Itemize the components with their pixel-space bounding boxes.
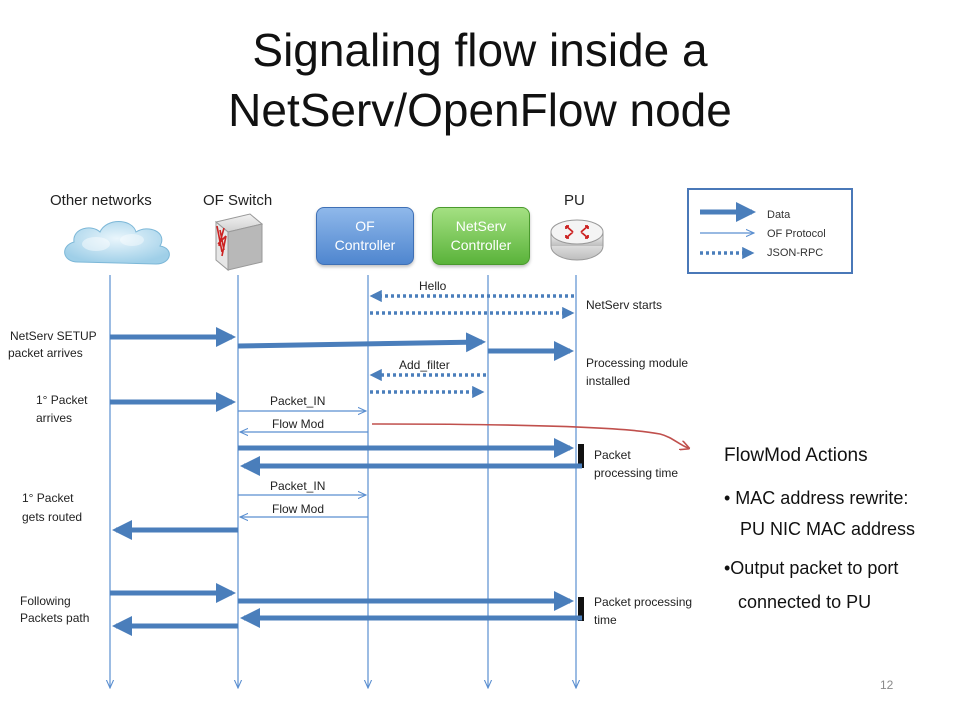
packet-processing-time-2-line2: time bbox=[594, 613, 617, 627]
of-controller-line1: OF bbox=[355, 218, 375, 234]
flow-mod-2-label: Flow Mod bbox=[272, 502, 325, 516]
of-controller-box: OF Controller bbox=[316, 207, 414, 265]
slide-title-line1: Signaling flow inside a bbox=[252, 24, 708, 76]
packet-processing-time-1-line1: Packet bbox=[594, 448, 631, 462]
of-switch-label: OF Switch bbox=[203, 192, 273, 209]
processing-module-line2: installed bbox=[586, 374, 631, 388]
legend-box: Data OF Protocol JSON-RPC bbox=[687, 188, 853, 274]
router-icon bbox=[550, 219, 604, 261]
flowmod-callout-arrow bbox=[371, 423, 688, 448]
setup-arrow-2 bbox=[237, 332, 486, 353]
first-packet-arrives-line2: arrives bbox=[36, 411, 73, 425]
flowmod-item1-line1: • MAC address rewrite: bbox=[724, 488, 909, 508]
slide-title: Signaling flow inside a NetServ/OpenFlow… bbox=[0, 20, 960, 140]
cloud-icon bbox=[64, 221, 170, 265]
packet-in-2-label: Packet_IN bbox=[270, 479, 326, 493]
packet-processing-time-1-line2: processing time bbox=[594, 466, 679, 480]
netserv-controller-line1: NetServ bbox=[455, 218, 507, 234]
netserv-controller-line2: Controller bbox=[450, 237, 512, 253]
legend-data-label: Data bbox=[767, 209, 791, 221]
following-packets-line1: Following bbox=[20, 594, 71, 608]
switch-icon bbox=[214, 213, 264, 272]
flowmod-actions-title: FlowMod Actions bbox=[724, 445, 868, 466]
of-controller-line2: Controller bbox=[334, 237, 396, 253]
flowmod-item2-line1: •Output packet to port bbox=[724, 558, 899, 578]
add-filter-label: Add_filter bbox=[399, 358, 450, 372]
first-packet-arrives-line1: 1° Packet bbox=[36, 393, 88, 407]
packet-processing-time-2-line1: Packet processing bbox=[594, 595, 693, 609]
netserv-setup-line2: packet arrives bbox=[8, 346, 83, 360]
netserv-setup-line1: NetServ SETUP bbox=[10, 329, 97, 343]
flowmod-item2-line2: connected to PU bbox=[738, 592, 872, 612]
netserv-controller-box: NetServ Controller bbox=[432, 207, 530, 265]
pu-label: PU bbox=[564, 192, 585, 209]
flow-mod-1-label: Flow Mod bbox=[272, 417, 325, 431]
legend-of-protocol-label: OF Protocol bbox=[767, 228, 826, 240]
following-packets-line2: Packets path bbox=[20, 611, 90, 625]
legend-json-rpc-label: JSON-RPC bbox=[767, 247, 824, 259]
processing-bar-1 bbox=[578, 444, 584, 468]
packet-in-1-label: Packet_IN bbox=[270, 394, 326, 408]
processing-bar-2 bbox=[578, 597, 584, 621]
first-packet-routed-line2: gets routed bbox=[22, 510, 83, 524]
hello-label: Hello bbox=[419, 279, 447, 293]
netserv-starts-label: NetServ starts bbox=[586, 298, 663, 312]
first-packet-routed-line1: 1° Packet bbox=[22, 491, 74, 505]
other-networks-label: Other networks bbox=[50, 192, 152, 209]
flowmod-item1-line2: PU NIC MAC address bbox=[740, 519, 916, 539]
slide-number: 12 bbox=[880, 678, 894, 692]
processing-module-line1: Processing module bbox=[586, 356, 689, 370]
slide-title-line2: NetServ/OpenFlow node bbox=[228, 84, 732, 136]
